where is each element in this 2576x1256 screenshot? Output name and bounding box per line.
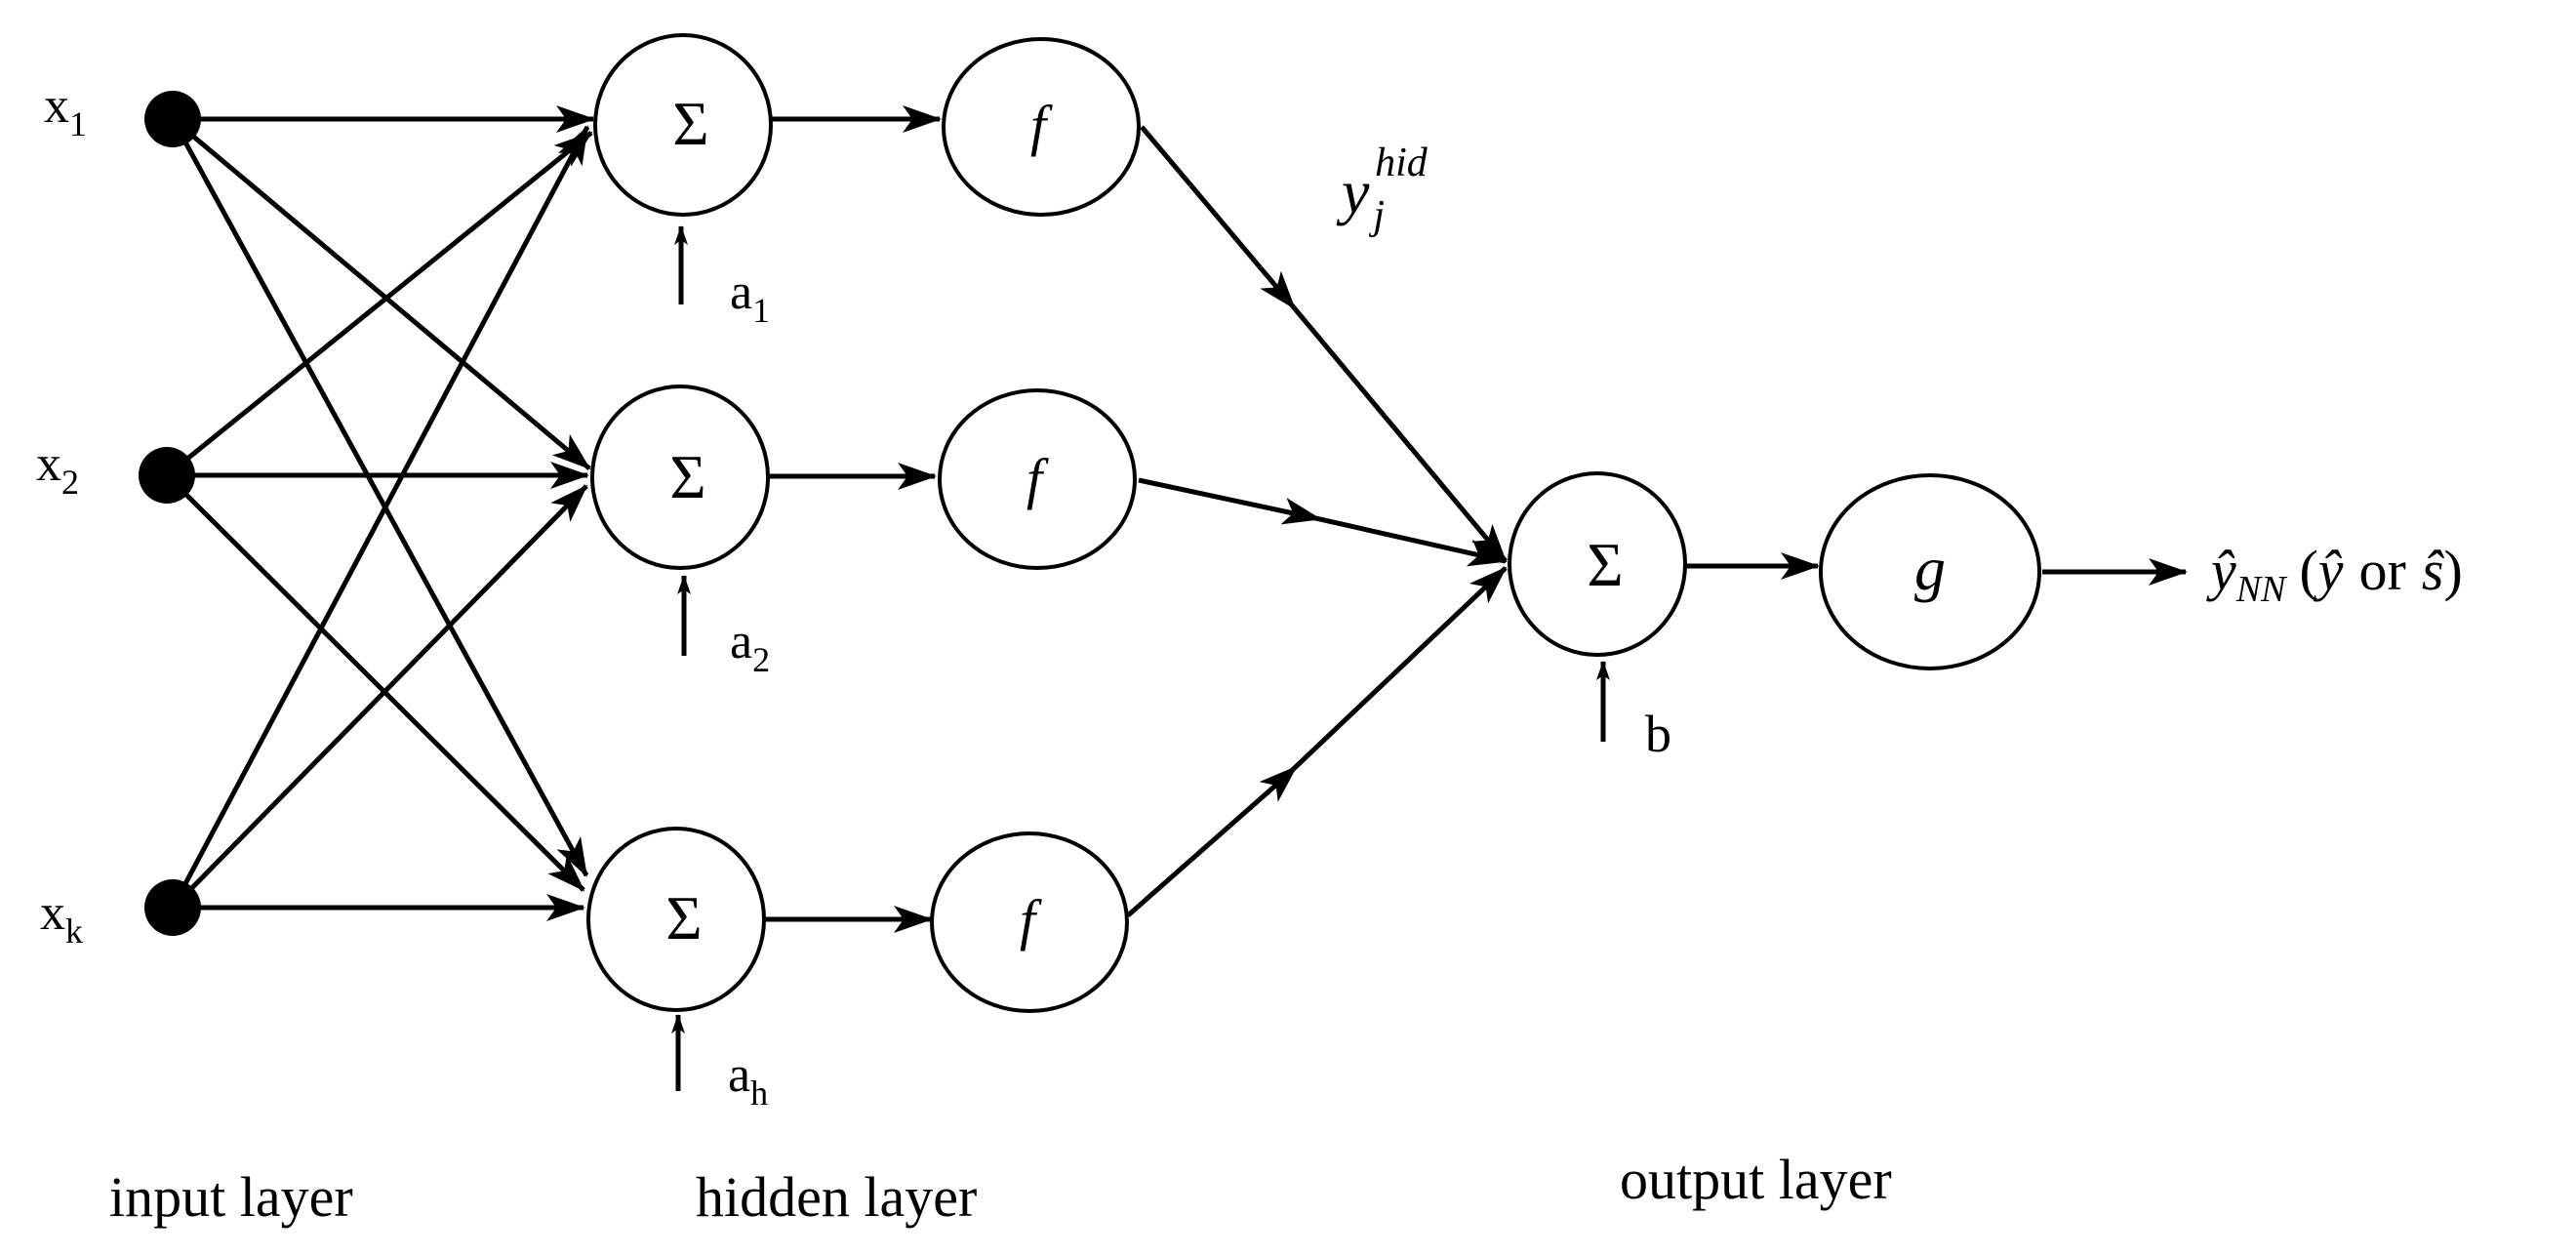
input-label-k: xk (40, 885, 83, 951)
hidden-sum-symbol-1: Σ (672, 89, 708, 158)
output-sum-node (1508, 471, 1687, 657)
layer-labels: input layer hidden layer output layer (109, 1148, 1892, 1229)
output-function-symbol: g (1914, 534, 1946, 603)
edge-f3-out (1126, 566, 1508, 917)
input-layer: x1 x2 xk (36, 78, 201, 951)
input-label-1: x1 (44, 78, 87, 143)
bias-label-a1: a1 (730, 264, 770, 330)
layer-label-output: output layer (1620, 1148, 1892, 1211)
edge-f1-out (1140, 125, 1508, 563)
input-hidden-connections (165, 105, 595, 921)
input-node-2 (139, 447, 195, 504)
input-node-1 (144, 91, 201, 147)
input-node-k (144, 879, 201, 936)
hidden-output-label: yjhid (1336, 141, 1429, 238)
edge-xk-h2 (171, 484, 588, 910)
edge-f2-out (1138, 477, 1508, 567)
hidden-sum-symbol-2: Σ (669, 442, 705, 511)
edge-x2-h3 (165, 473, 585, 892)
bias-label-ah: ah (728, 1047, 768, 1113)
output-function-node (1819, 473, 2041, 670)
edge-x1-h3 (170, 117, 589, 877)
activation-node-1 (942, 37, 1141, 217)
hidden-sum-symbol-3: Σ (665, 883, 702, 952)
edge-x2-h1 (165, 131, 593, 477)
hidden-sum-node-1 (593, 33, 773, 217)
hidden-sum-node-3 (586, 827, 766, 1012)
bias-arrows (671, 225, 1610, 1091)
layer-label-hidden: hidden layer (696, 1165, 977, 1229)
output-sum-symbol: Σ (1587, 530, 1623, 599)
output-connections (1686, 552, 2188, 586)
output-bias-label: b (1645, 705, 1671, 763)
edge-xk-h1 (170, 125, 590, 910)
activation-node-3 (930, 831, 1129, 1013)
hidden-output-connections (1126, 125, 1508, 917)
hidden-layer: Σ Σ Σ f f f a1 a2 ah yjhid (586, 33, 1429, 1113)
bias-label-a2: a2 (730, 614, 770, 679)
input-label-2: x2 (36, 436, 79, 502)
activation-node-2 (938, 388, 1137, 570)
edge-x1-h2 (171, 117, 591, 470)
layer-label-input: input layer (109, 1165, 353, 1229)
hidden-sum-node-2 (590, 385, 770, 570)
sum-activation-connections (764, 105, 942, 933)
